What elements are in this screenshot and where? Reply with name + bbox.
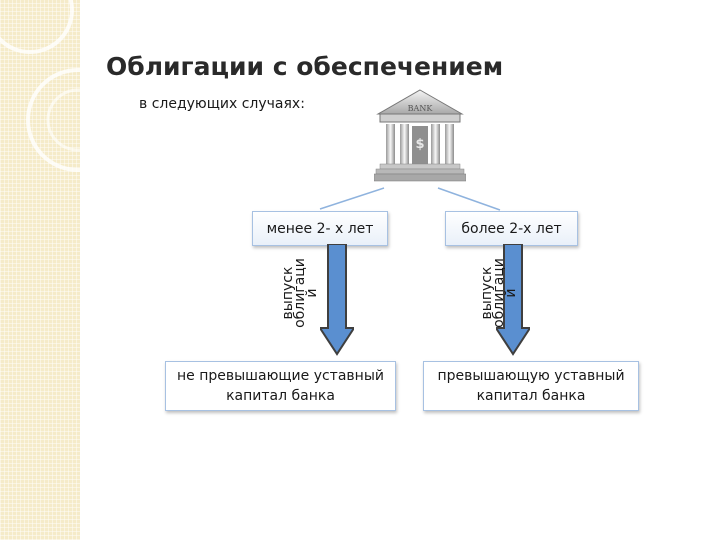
arrow-label-bond-issue: выпуск облигаци й <box>481 258 515 328</box>
decorative-circles <box>0 0 80 172</box>
slide-subtitle: в следующих случаях: <box>139 96 305 112</box>
result-box-exceeding: превышающую уставный капитал банка <box>423 361 639 411</box>
condition-box-more-2-years: более 2-х лет <box>445 211 578 246</box>
down-arrow-icon <box>320 244 354 356</box>
condition-box-less-2-years: менее 2- х лет <box>252 211 388 246</box>
bank-dollar-sign: $ <box>415 137 424 152</box>
down-arrow-icon <box>496 244 530 356</box>
bank-sign-text: BANK <box>408 104 434 113</box>
bank-building-icon: BANK $ <box>373 86 467 188</box>
arrow-label-bond-issue: выпуск облигаци й <box>282 258 316 328</box>
result-box-not-exceeding: не превышающие уставный капитал банка <box>165 361 396 411</box>
decorative-side-band <box>0 0 80 540</box>
slide-title: Облигации с обеспечением <box>106 52 504 81</box>
